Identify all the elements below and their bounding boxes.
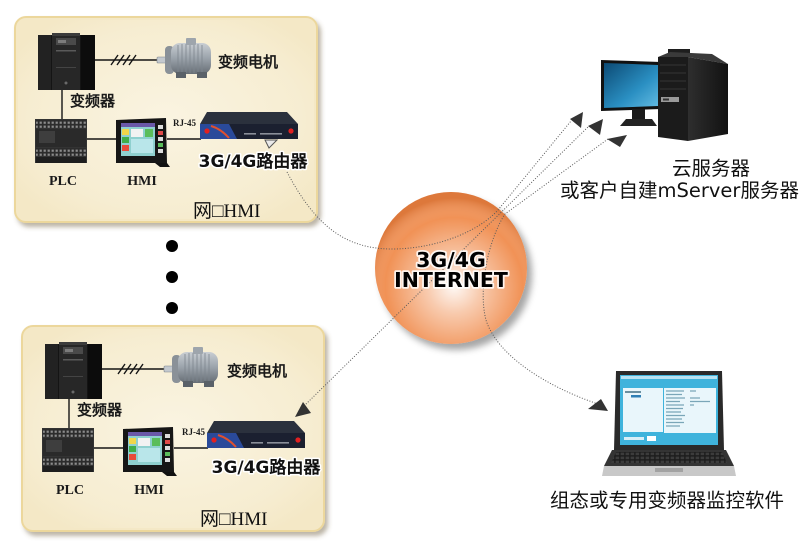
motor-label: 变频电机 [218, 53, 278, 71]
plc-label: PLC [56, 483, 84, 498]
port-label: RJ-45 [173, 118, 196, 128]
site-label: 网□HMI [193, 201, 260, 222]
router-icon [207, 421, 305, 448]
server-caption-line1: 云服务器 [672, 157, 750, 180]
router-led [295, 437, 301, 443]
arrowhead-icon [588, 119, 603, 135]
hmi-label: HMI [127, 174, 157, 189]
network-label-line2: INTERNET [394, 268, 508, 292]
hmi-icon [123, 427, 177, 476]
ellipsis-dot [166, 240, 178, 252]
connector-site1-to-server [286, 120, 572, 250]
server-caption-line2: 或客户自建mServer服务器 [560, 179, 799, 202]
connector-client-to-server [482, 138, 609, 405]
hmi-icon [116, 118, 170, 167]
inverter-icon [45, 342, 102, 399]
arrowhead-icon [588, 399, 608, 411]
router-label: 3G/4G路由器 [199, 151, 309, 172]
network-label-line1: 3G/4G [416, 248, 486, 272]
inverter-label: 变频器 [70, 92, 116, 110]
three-phase-marks [117, 363, 144, 375]
router-led [288, 128, 294, 134]
router-icon [200, 112, 298, 139]
inverter-label: 变频器 [77, 401, 123, 419]
port-label: RJ-45 [182, 427, 205, 437]
callout-pointer-icon [264, 139, 279, 149]
connections [286, 112, 627, 417]
desktop-server-icon [601, 49, 728, 141]
site-panel-1: 变频器 变频电机 PLC [14, 16, 318, 223]
plc-label: PLC [49, 174, 77, 189]
motor-icon [163, 347, 218, 387]
router-led [211, 437, 217, 443]
laptop-icon [602, 371, 736, 476]
connector-site2-to-server [303, 125, 590, 407]
site-label: 网□HMI [200, 509, 267, 530]
router-led [204, 128, 210, 134]
arrowhead-icon [570, 112, 583, 128]
ellipsis-dot [166, 271, 178, 283]
motor-label: 变频电机 [227, 362, 287, 380]
monitor-icon [601, 60, 661, 126]
more-sites-ellipsis [166, 240, 178, 314]
router-label: 3G/4G路由器 [212, 457, 322, 478]
hmi-label: HMI [134, 483, 164, 498]
globe-icon [375, 192, 527, 344]
client-caption: 组态或专用变频器监控软件 [550, 489, 784, 512]
ellipsis-dot [166, 302, 178, 314]
motor-icon [156, 38, 211, 78]
arrowhead-icon [295, 402, 311, 417]
inverter-icon [38, 33, 95, 90]
tower-icon [658, 49, 728, 141]
three-phase-marks [110, 54, 137, 66]
site-panel-2: 变频器 变频电机 PLC [21, 325, 325, 532]
plc-icon [35, 119, 87, 163]
cabling [68, 363, 208, 449]
plc-icon [42, 428, 94, 472]
cabling [61, 54, 201, 140]
globe-highlight [375, 192, 527, 344]
arrowhead-icon [607, 135, 627, 147]
